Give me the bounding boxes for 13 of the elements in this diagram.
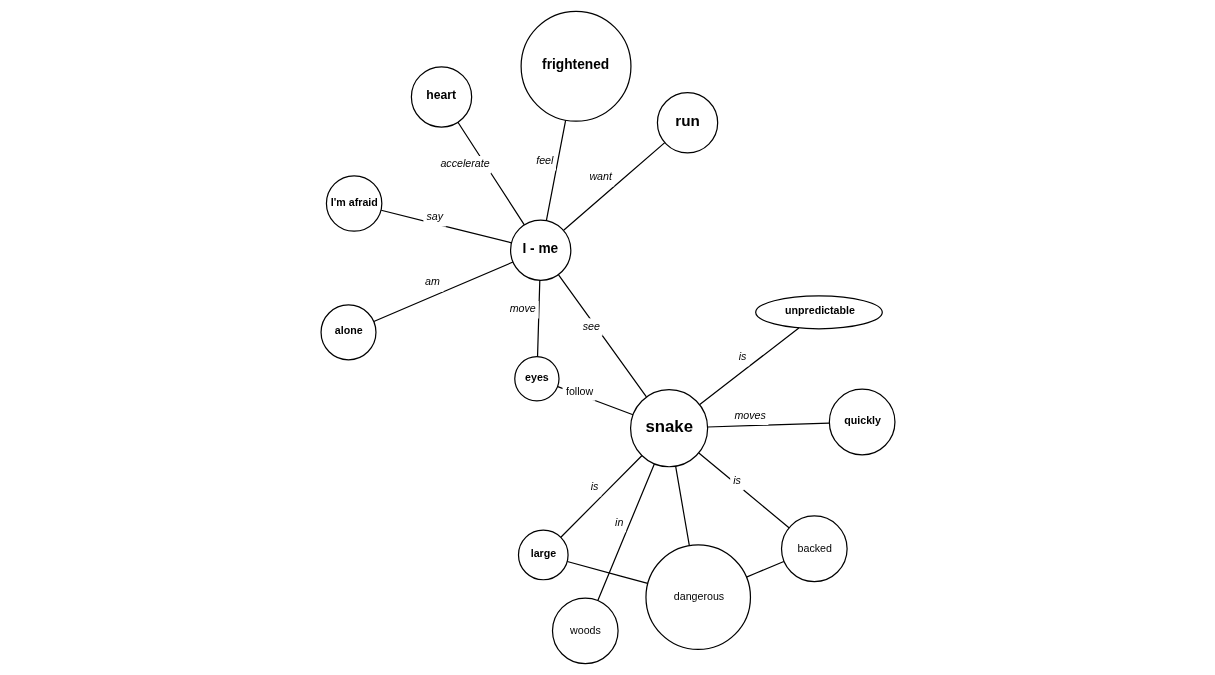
edge-label: in <box>614 515 623 528</box>
edge-label: am <box>424 275 440 288</box>
edge-label: is <box>590 480 598 493</box>
edge-label: is <box>732 474 741 486</box>
edge-label: say <box>425 210 443 223</box>
edge-label: moves <box>733 408 766 421</box>
edge-label: follow <box>565 385 593 398</box>
edge-label: see <box>582 319 600 332</box>
edge-label: want <box>588 170 612 183</box>
edge-label: is <box>738 349 746 362</box>
edge-label: feel <box>535 154 553 167</box>
edge-label: move <box>509 302 536 315</box>
edge-label: accelerate <box>439 157 490 170</box>
